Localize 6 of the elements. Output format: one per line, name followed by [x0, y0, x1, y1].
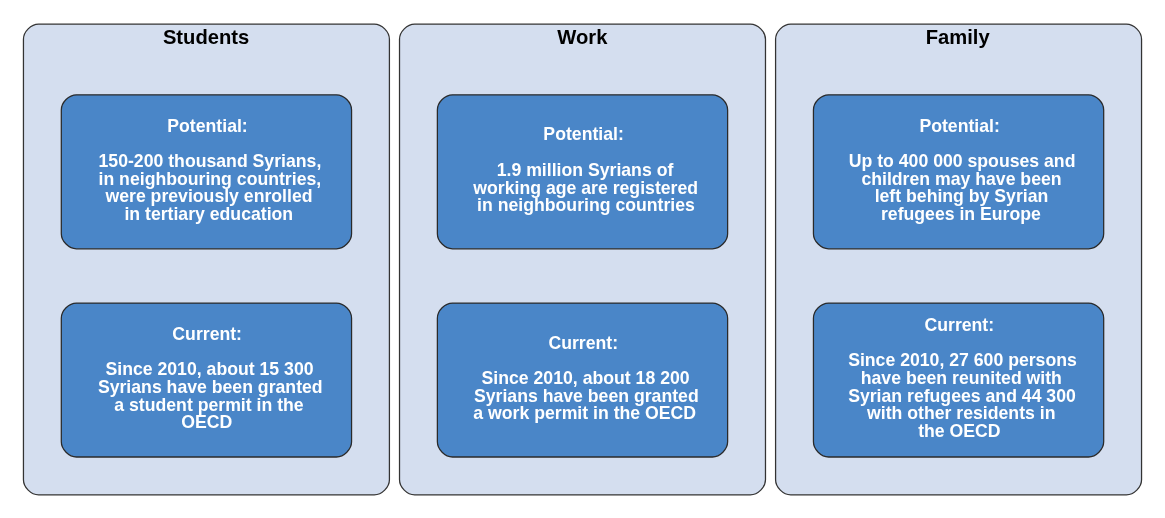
node-box: Current: Since 2010, about 15 300 Syrians have been granted a student permit in the OECD [60, 301, 353, 458]
node-box: Current: Since 2010, 27 600 persons have been reunited with Syrian refugees and 44 300 with other residents in the OECD [812, 301, 1105, 458]
node-box: Potential: 1.9 million Syrians of working age are registered in neighbouring countries [436, 93, 729, 249]
node-box: Potential: 150-200 thousand Syrians, in neighbouring countries, were previously enrolled in tertiary education [60, 93, 353, 249]
node-box: Current: Since 2010, about 18 200 Syrians have been granted a work permit in the OECD [436, 301, 729, 458]
node-box: Potential: Up to 400 000 spouses and children may have been left behing by Syrian refugees in Europe [812, 93, 1105, 249]
